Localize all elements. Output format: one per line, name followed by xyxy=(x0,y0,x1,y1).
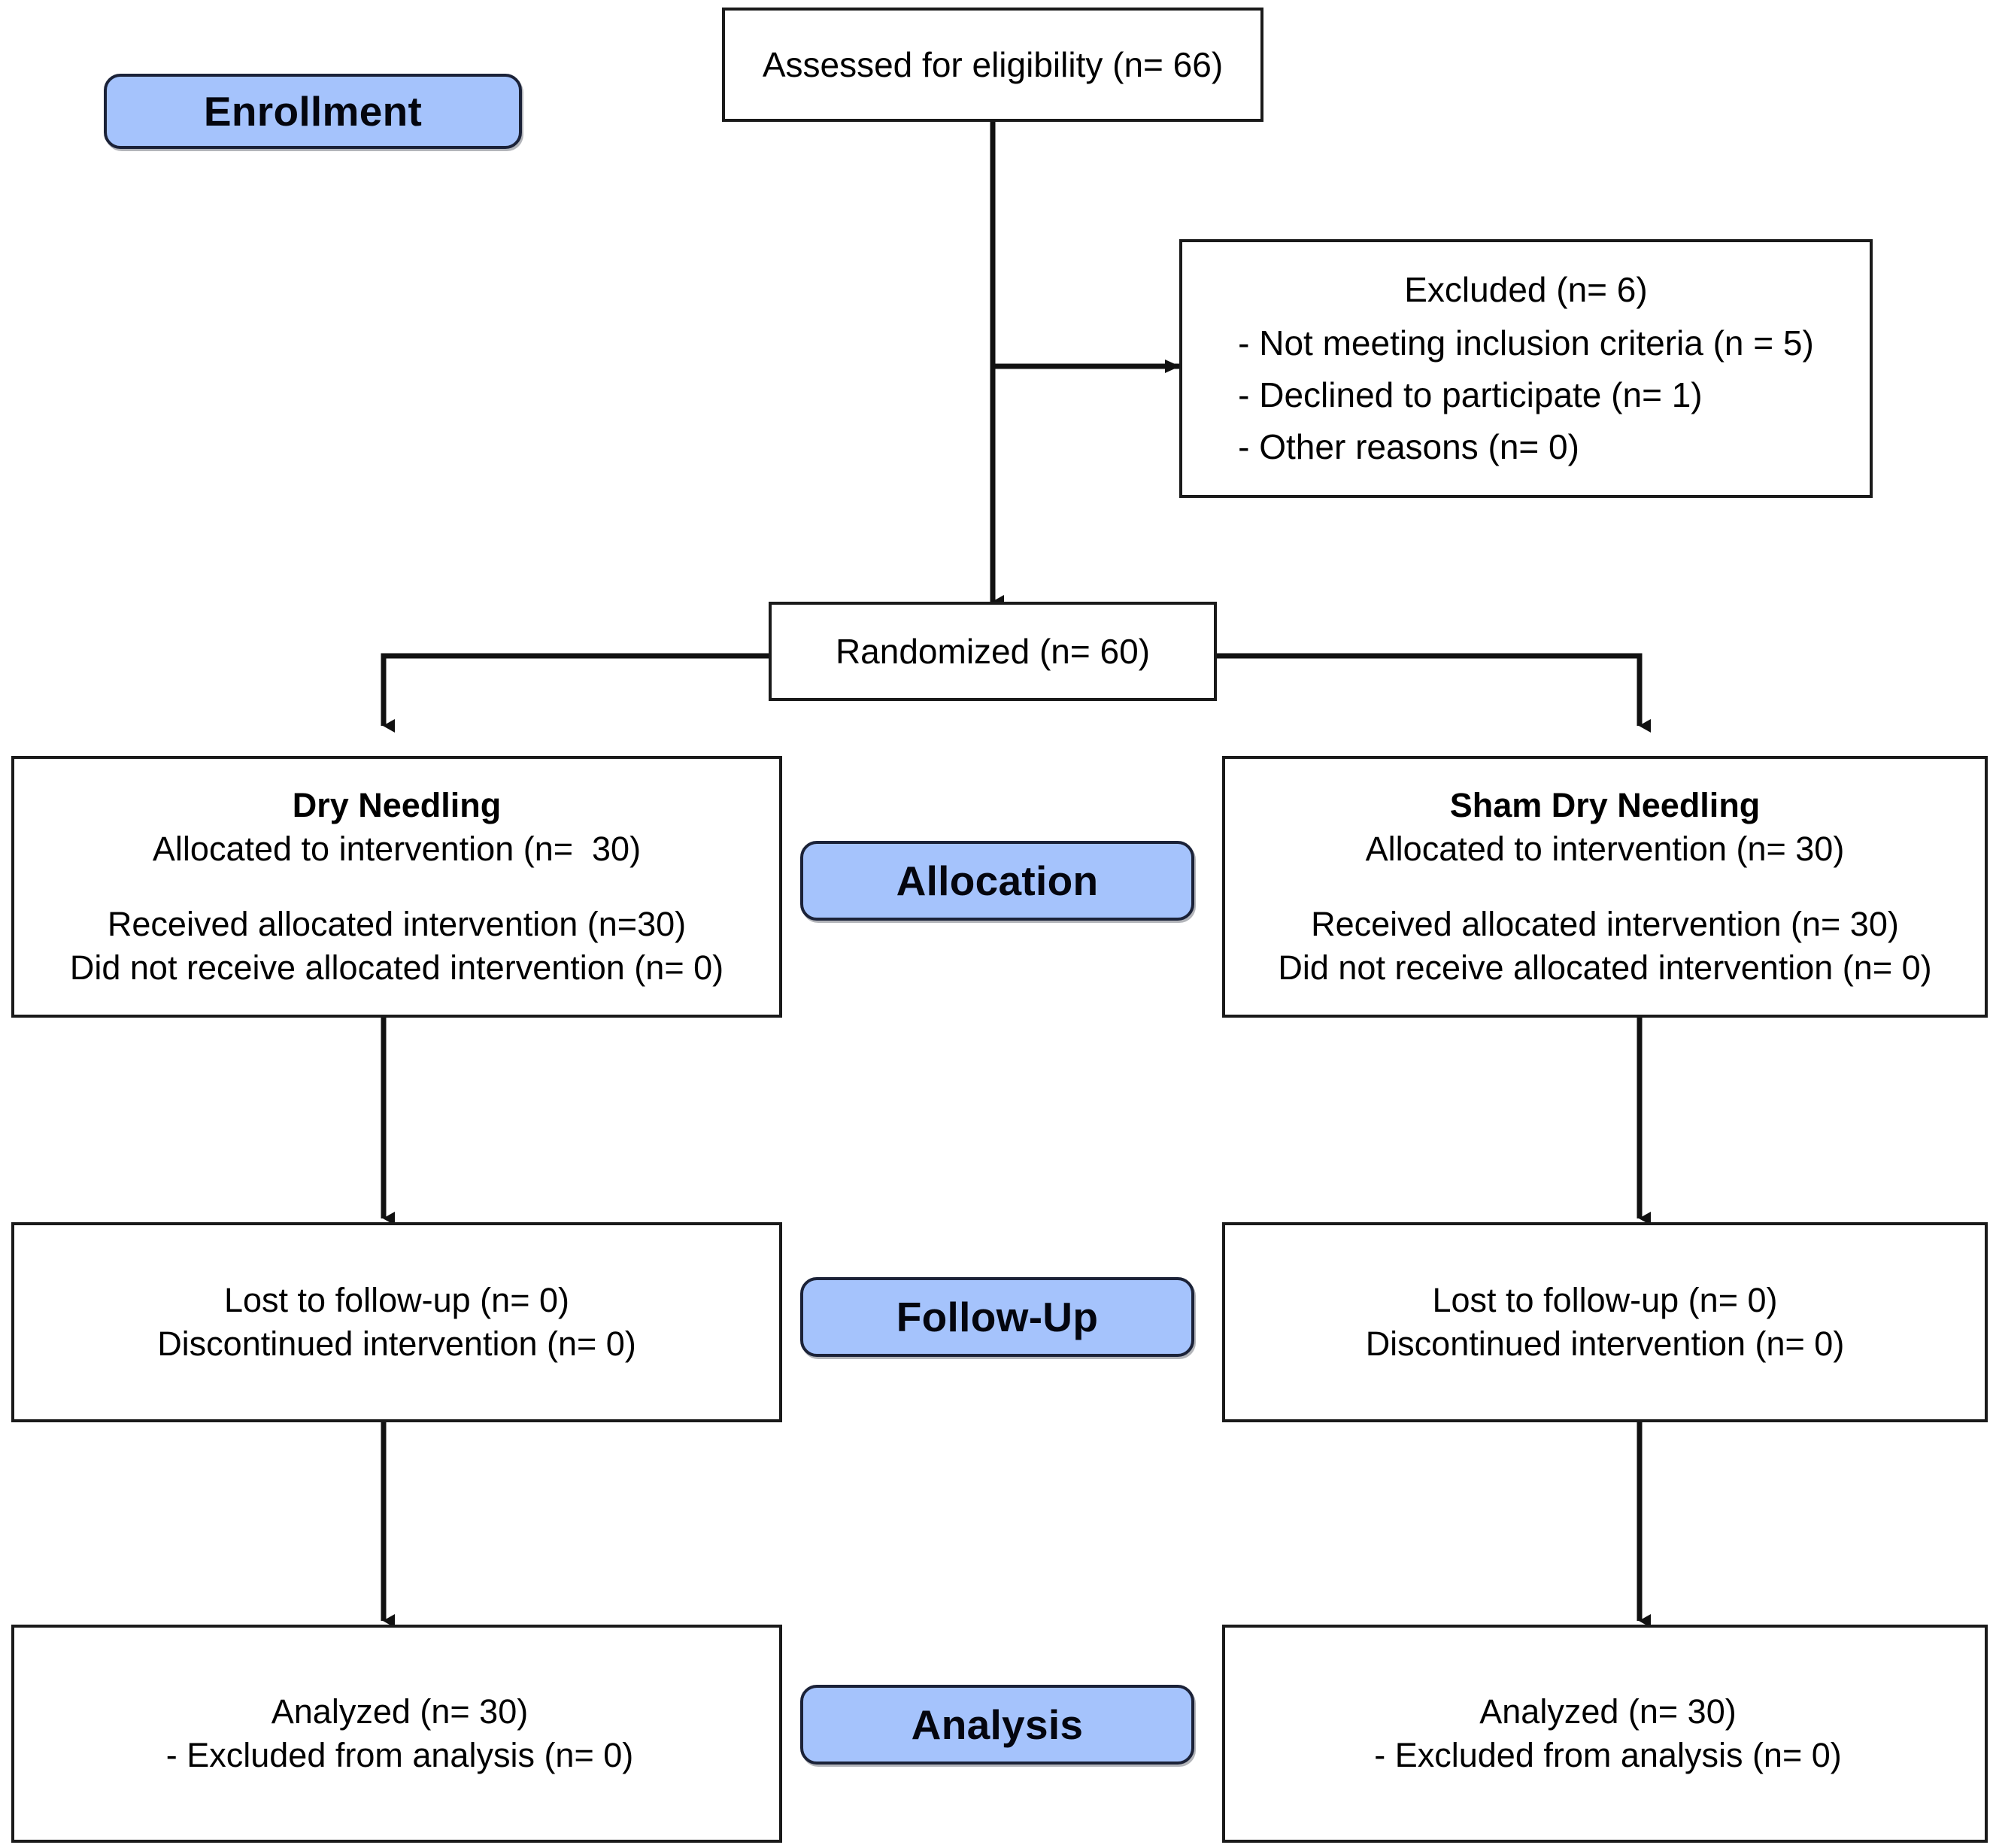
analysis-left-excluded: - Excluded from analysis (n= 0) xyxy=(165,1736,634,1774)
assessed-text: Assessed for eligibility (n= 66) xyxy=(762,44,1224,84)
connector-randomized-to-right-arm xyxy=(1217,653,1651,733)
node-followup-dry-needling: Lost to follow-up (n= 0) Discontinued in… xyxy=(11,1222,782,1422)
node-analysis-sham-dry-needling: Analyzed (n= 30) - Excluded from analysi… xyxy=(1222,1625,1988,1843)
alloc-left-title: Dry Needling xyxy=(292,786,502,825)
analysis-right-excluded: - Excluded from analysis (n= 0) xyxy=(1374,1736,1842,1774)
randomized-text: Randomized (n= 60) xyxy=(835,631,1151,671)
stage-label-followup: Follow-Up xyxy=(800,1277,1194,1357)
follow-left-lost: Lost to follow-up (n= 0) xyxy=(224,1281,569,1320)
analysis-right-analyzed: Analyzed (n= 30) xyxy=(1479,1692,1737,1731)
alloc-right-title: Sham Dry Needling xyxy=(1449,786,1761,825)
analysis-left-analyzed: Analyzed (n= 30) xyxy=(271,1692,529,1731)
node-allocation-dry-needling: Dry Needling Allocated to intervention (… xyxy=(11,756,782,1018)
node-randomized: Randomized (n= 60) xyxy=(769,602,1217,701)
alloc-left-allocated: Allocated to intervention (n= 30) xyxy=(152,830,642,869)
follow-right-discontinued: Discontinued intervention (n= 0) xyxy=(1365,1325,1845,1363)
stage-label-allocation: Allocation xyxy=(800,841,1194,921)
stage-label-allocation-text: Allocation xyxy=(896,857,1099,904)
excluded-reason-1: - Not meeting inclusion criteria (n = 5) xyxy=(1238,323,1814,363)
stage-label-enrollment: Enrollment xyxy=(104,74,522,149)
stage-label-analysis: Analysis xyxy=(800,1685,1194,1765)
alloc-right-allocated: Allocated to intervention (n= 30) xyxy=(1365,830,1845,869)
alloc-left-received: Received allocated intervention (n=30) xyxy=(107,905,687,944)
alloc-right-received: Received allocated intervention (n= 30) xyxy=(1311,905,1899,944)
excluded-reason-2: - Declined to participate (n= 1) xyxy=(1238,375,1703,414)
connector-randomized-to-left-arm xyxy=(381,653,769,733)
alloc-left-not-received: Did not receive allocated intervention (… xyxy=(69,948,724,987)
excluded-reason-3: - Other reasons (n= 0) xyxy=(1238,426,1579,466)
node-followup-sham-dry-needling: Lost to follow-up (n= 0) Discontinued in… xyxy=(1222,1222,1988,1422)
follow-left-discontinued: Discontinued intervention (n= 0) xyxy=(157,1325,636,1363)
node-excluded: Excluded (n= 6) - Not meeting inclusion … xyxy=(1179,239,1873,498)
follow-right-lost: Lost to follow-up (n= 0) xyxy=(1432,1281,1778,1320)
stage-label-analysis-text: Analysis xyxy=(911,1701,1084,1748)
excluded-heading: Excluded (n= 6) xyxy=(1404,270,1648,310)
stage-label-enrollment-text: Enrollment xyxy=(203,88,423,135)
node-allocation-sham-dry-needling: Sham Dry Needling Allocated to intervent… xyxy=(1222,756,1988,1018)
node-analysis-dry-needling: Analyzed (n= 30) - Excluded from analysi… xyxy=(11,1625,782,1843)
alloc-right-not-received: Did not receive allocated intervention (… xyxy=(1278,948,1932,987)
node-assessed-for-eligibility: Assessed for eligibility (n= 66) xyxy=(722,8,1263,122)
stage-label-followup-text: Follow-Up xyxy=(896,1294,1099,1340)
